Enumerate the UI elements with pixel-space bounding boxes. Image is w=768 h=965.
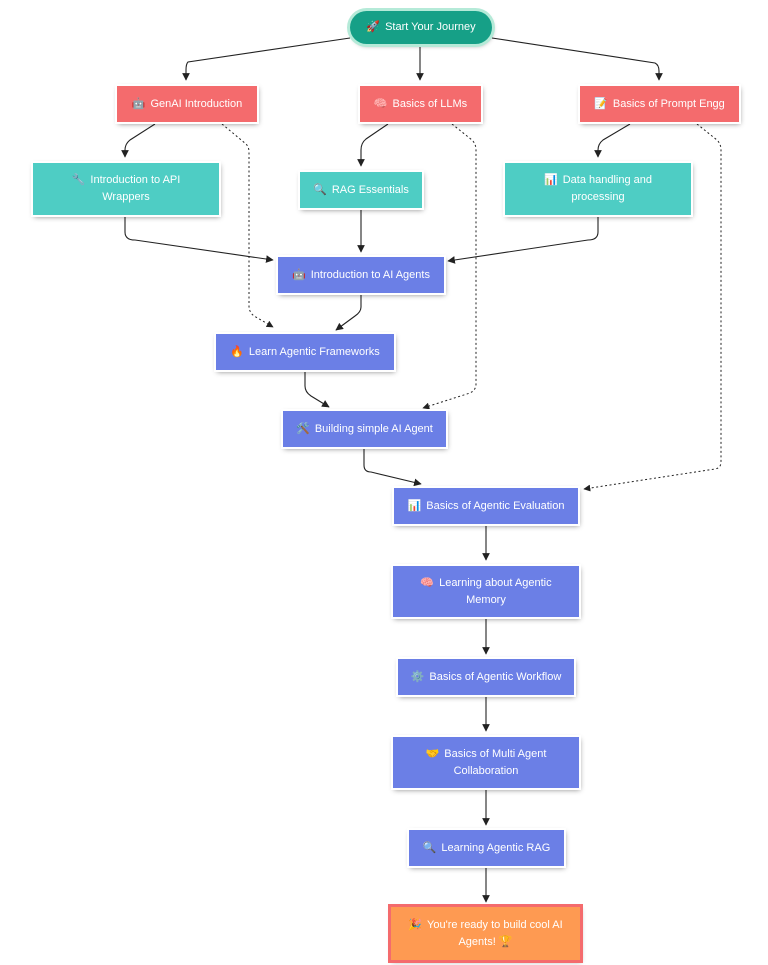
edge-agents-frameworks [335,295,362,331]
node-label-wrap: 🤝 Basics of Multi Agent Collaboration [401,746,571,780]
node-label: You're ready to build cool AI Agents! 🏆 [427,918,563,948]
edge-api-agents [124,216,274,263]
node-genai-introduction: 🤖 GenAI Introduction [117,86,257,122]
robot-icon: 🤖 [292,268,306,281]
node-label: Introduction to AI Agents [310,268,430,281]
edge-llms-building [422,123,477,410]
node-label: RAG Essentials [331,183,409,196]
node-label: Introduction to API Wrappers [90,174,181,203]
edge-llms-rag [357,123,389,167]
fire-icon: 🔥 [230,345,244,358]
node-intro-api-wrappers: 🔧 Introduction to API Wrappers [33,163,219,215]
node-final: 🎉 You're ready to build cool AI Agents! 🏆 [391,907,580,960]
node-building-simple-agent: 🛠️ Building simple AI Agent [283,411,446,447]
party-popper-icon: 🎉 [408,918,423,931]
node-rag-essentials: 🔍 RAG Essentials [300,172,422,208]
edge-genai-api [121,123,156,158]
node-basics-of-prompt-engg: 📝 Basics of Prompt Engg [580,86,739,122]
node-label: Basics of LLMs [392,97,468,110]
node-agentic-memory: 🧠 Learning about Agentic Memory [393,566,579,617]
edge-building-evaluation [363,448,422,487]
edge-start-genai [182,37,351,81]
node-label: Learning about Agentic Memory [439,576,552,606]
handshake-icon: 🤝 [425,747,440,760]
node-label-wrap: 🧠 Learning about Agentic Memory [401,575,571,609]
edge-start-prompt [491,37,663,81]
rocket-icon: 🚀 [366,21,381,33]
node-label: Building simple AI Agent [314,422,433,435]
node-multi-agent-collaboration: 🤝 Basics of Multi Agent Collaboration [393,737,579,788]
wrench-icon: 🔧 [71,174,86,186]
node-label: Learning Agentic RAG [441,841,551,854]
edge-data-agents [447,216,599,264]
bar-chart-icon: 📊 [544,174,558,186]
node-basics-of-llms: 🧠 Basics of LLMs [360,86,481,122]
brain-icon: 🧠 [420,576,435,589]
node-data-handling: 📊 Data handling and processing [505,163,691,215]
memo-icon: 📝 [594,97,608,110]
node-intro-ai-agents: 🤖 Introduction to AI Agents [278,257,444,293]
gear-icon: ⚙️ [410,670,425,683]
robot-icon: 🤖 [131,97,146,110]
node-label: Data handling and processing [562,174,652,203]
node-label: Learn Agentic Frameworks [248,345,380,358]
magnifier-icon: 🔍 [313,183,327,196]
node-label: Basics of Multi Agent Collaboration [444,747,547,777]
node-label: Basics of Agentic Workflow [429,670,562,683]
edge-frameworks-building [304,371,330,408]
node-label-wrap: 📊 Data handling and processing [513,172,683,206]
brain-icon: 🧠 [373,97,388,110]
edge-prompt-evaluation [583,123,722,492]
magnifier-icon: 🔍 [422,841,437,854]
node-agentic-evaluation: 📊 Basics of Agentic Evaluation [394,488,578,524]
node-start: 🚀 Start Your Journey [350,11,492,44]
node-agentic-frameworks: 🔥 Learn Agentic Frameworks [216,334,394,370]
edge-prompt-data [594,123,631,158]
node-label-wrap: 🔧 Introduction to API Wrappers [41,172,211,206]
node-label: Basics of Prompt Engg [612,97,725,110]
node-label: GenAI Introduction [150,97,243,110]
node-label-wrap: 🎉 You're ready to build cool AI Agents! 🏆 [399,917,572,951]
node-agentic-workflow: ⚙️ Basics of Agentic Workflow [398,659,574,695]
tools-icon: 🛠️ [296,422,310,435]
node-label: Start Your Journey [385,21,476,33]
edge-genai-frameworks [221,123,274,328]
node-label: Basics of Agentic Evaluation [426,499,565,512]
node-agentic-rag: 🔍 Learning Agentic RAG [409,830,564,866]
bar-chart-icon: 📊 [407,499,422,512]
